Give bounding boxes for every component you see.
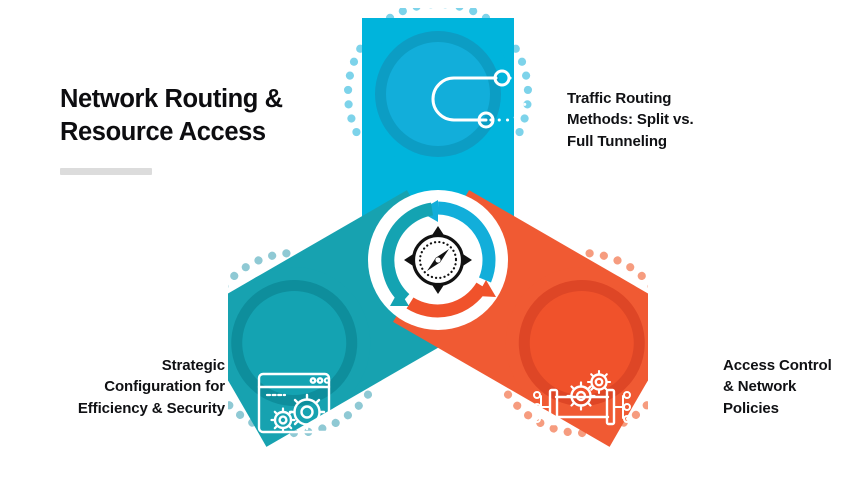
halo-dot [520,114,529,123]
halo-dot [412,8,421,11]
callout-access-control-line-3: Policies [723,399,779,417]
halo-dot [455,8,464,11]
title-underline-rule [60,168,152,176]
halo-dot [230,271,239,281]
halo-dot [503,390,513,399]
halo-dot [354,401,363,410]
halo-dot [241,263,250,272]
title-heading: Network Routing & Resource Access [60,83,390,148]
callout-access-control: Access Control & Network Policies [723,355,868,419]
halo-dot [517,57,527,66]
halo-dot [318,424,327,433]
browser-gears-icon [257,372,331,434]
title-line-1: Network Routing & [60,85,283,113]
callout-strategic-configuration: Strategic Configuration for Efficiency &… [20,355,225,419]
triskelion-diagram [228,8,648,482]
halo-dot [282,249,291,258]
callout-access-control-line-1: Access Control [723,357,832,374]
hub-arrow-orange [406,280,496,318]
halo-dot [228,401,234,410]
callout-traffic-routing-line-2: Methods: Split vs. [567,111,694,129]
halo-dot [254,256,263,265]
halo-dot [563,427,572,436]
halo-dot [331,418,340,428]
halo-dot [637,271,646,281]
halo-dot [345,71,354,80]
halo-dot [647,282,648,291]
halo-dot [631,410,641,419]
halo-dot [228,282,229,291]
halo-dot [343,85,353,95]
lobe-halo-bottom-right [503,249,648,438]
callout-strategic-configuration-line-2: Configuration for [104,378,225,396]
network-pipe-gears-icon [533,369,631,426]
halo-dot [352,127,361,137]
halo-dot [585,249,594,258]
callout-strategic-configuration-line-1: Strategic [161,357,225,374]
halo-dot [363,390,373,399]
halo-dot [599,251,608,260]
halo-dot [515,127,524,137]
callout-traffic-routing-line-1: Traffic Routing [567,90,672,107]
callout-access-control-line-2: & Network [723,378,797,396]
title-line-2: Resource Access [60,117,266,146]
halo-dot [398,8,407,16]
callout-strategic-configuration-line-3: Efficiency & Security [77,399,225,417]
hub-cycle-arrows [381,200,496,318]
halo-dot [235,410,245,419]
halo-dot [347,114,356,123]
lobe-access-control[interactable] [393,190,648,447]
halo-dot [469,8,478,16]
halo-dot [626,263,635,272]
compass-icon [404,226,472,294]
page-title: Network Routing & Resource Access [60,83,390,176]
halo-dot [524,411,533,420]
halo-dot [523,100,532,109]
routing-path-icon [431,69,527,129]
halo-dot [268,251,277,260]
halo-dot [522,71,531,80]
callout-traffic-routing: Traffic Routing Methods: Split vs. Full … [567,88,767,152]
halo-dot [642,401,648,410]
halo-dot [613,256,622,265]
halo-dot [523,85,533,95]
halo-dot [343,411,352,420]
halo-dot [513,401,522,410]
halo-dot [349,57,359,66]
halo-dot [549,424,558,433]
halo-dot [344,100,353,109]
callout-traffic-routing-line-3: Full Tunneling [567,132,667,150]
hub-arrow-teal [381,202,434,306]
